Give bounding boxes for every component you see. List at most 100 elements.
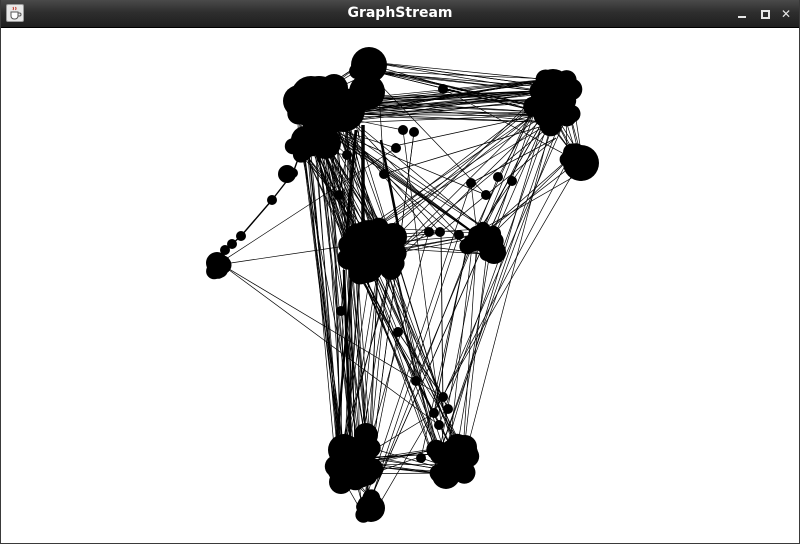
graph-edge bbox=[345, 115, 484, 230]
graph-node[interactable] bbox=[429, 408, 439, 418]
graph-node[interactable] bbox=[278, 165, 296, 183]
graph-node[interactable] bbox=[533, 97, 565, 129]
graph-node[interactable] bbox=[398, 125, 408, 135]
graph-node[interactable] bbox=[220, 245, 230, 255]
graph-node[interactable] bbox=[267, 195, 277, 205]
java-cup-icon[interactable] bbox=[6, 4, 24, 22]
graph-edge bbox=[440, 137, 557, 233]
graph-node[interactable] bbox=[438, 392, 448, 402]
graph-nodes bbox=[206, 47, 599, 523]
graph-node[interactable] bbox=[434, 420, 444, 430]
graph-edge bbox=[334, 119, 362, 467]
graph-node[interactable] bbox=[351, 47, 387, 83]
graph-edge bbox=[303, 107, 337, 467]
graph-node[interactable] bbox=[563, 145, 599, 181]
graph-edge bbox=[334, 90, 553, 124]
graph-edge bbox=[222, 264, 440, 426]
graph-node[interactable] bbox=[357, 494, 385, 522]
graph-node[interactable] bbox=[309, 127, 341, 159]
graph-edge bbox=[370, 234, 460, 499]
graph-edge bbox=[492, 152, 577, 235]
graph-edge bbox=[312, 122, 487, 196]
graph-edge bbox=[334, 98, 550, 124]
graph-node[interactable] bbox=[379, 223, 407, 251]
graph-node[interactable] bbox=[416, 453, 426, 463]
graph-edge bbox=[364, 61, 546, 80]
graph-node[interactable] bbox=[336, 306, 346, 316]
graph-node[interactable] bbox=[334, 190, 344, 200]
graph-node[interactable] bbox=[454, 230, 464, 240]
graph-node[interactable] bbox=[236, 231, 246, 241]
graph-edge bbox=[433, 152, 573, 414]
graph-edge bbox=[350, 252, 448, 471]
graph-node[interactable] bbox=[432, 461, 460, 489]
graph-node[interactable] bbox=[391, 143, 401, 153]
graph-node[interactable] bbox=[443, 404, 453, 414]
graph-edge bbox=[461, 234, 478, 469]
graph-node[interactable] bbox=[411, 376, 421, 386]
graph-edge bbox=[383, 124, 547, 175]
graph-node[interactable] bbox=[348, 247, 384, 283]
graph-edge bbox=[438, 98, 551, 474]
graph-edge bbox=[470, 137, 557, 184]
graph-edge bbox=[222, 264, 444, 398]
graph-edge bbox=[364, 61, 541, 92]
graph-edge bbox=[438, 237, 481, 455]
graph-node[interactable] bbox=[481, 190, 491, 200]
graph-edge bbox=[372, 158, 583, 516]
graph-node[interactable] bbox=[393, 327, 403, 337]
minimize-icon[interactable] bbox=[734, 6, 750, 22]
graph-edge bbox=[304, 109, 344, 468]
graph-node[interactable] bbox=[342, 150, 352, 160]
graph-edge bbox=[373, 70, 553, 80]
close-icon[interactable]: ✕ bbox=[780, 7, 792, 21]
maximize-icon[interactable] bbox=[757, 6, 773, 22]
graph-edge bbox=[216, 147, 397, 266]
graph-node[interactable] bbox=[466, 178, 476, 188]
graph-node[interactable] bbox=[206, 252, 228, 274]
graph-node[interactable] bbox=[535, 69, 571, 105]
graph-node[interactable] bbox=[409, 127, 419, 137]
graph-edge bbox=[446, 242, 473, 471]
graph-edge bbox=[479, 152, 577, 238]
graph-canvas[interactable] bbox=[1, 28, 799, 543]
graph-node[interactable] bbox=[227, 239, 237, 249]
graph-edge bbox=[394, 263, 417, 382]
graph-edge bbox=[383, 173, 468, 247]
graph-edge bbox=[334, 115, 373, 470]
graph-edge bbox=[438, 112, 553, 426]
graph-node[interactable] bbox=[438, 84, 448, 94]
graph-edge bbox=[440, 231, 444, 411]
graph-node[interactable] bbox=[379, 257, 402, 280]
graph-node[interactable] bbox=[379, 169, 389, 179]
graph-node[interactable] bbox=[507, 176, 517, 186]
graph-node[interactable] bbox=[482, 240, 506, 264]
graph-edge bbox=[438, 115, 557, 455]
graph-edge bbox=[379, 139, 403, 241]
graph-node[interactable] bbox=[349, 74, 385, 110]
graph-edge bbox=[351, 258, 368, 452]
graph-node[interactable] bbox=[453, 435, 477, 459]
graph-node[interactable] bbox=[329, 470, 353, 494]
graph-edge bbox=[438, 89, 572, 455]
graph-node[interactable] bbox=[354, 423, 378, 447]
graph-edge bbox=[482, 172, 581, 230]
graph-edge bbox=[365, 279, 435, 414]
graph-node[interactable] bbox=[424, 227, 434, 237]
graph-edge bbox=[392, 98, 551, 256]
graph-node[interactable] bbox=[459, 238, 476, 255]
graph-node[interactable] bbox=[435, 227, 445, 237]
graph-node[interactable] bbox=[493, 172, 503, 182]
graph-edge bbox=[433, 249, 467, 414]
graph-edge bbox=[357, 70, 541, 92]
graph-edge bbox=[461, 125, 552, 469]
graph-node[interactable] bbox=[320, 74, 348, 102]
graph-edge bbox=[397, 331, 444, 398]
graph-edge bbox=[345, 115, 460, 236]
graph-view[interactable] bbox=[1, 28, 799, 543]
title-bar[interactable]: GraphStream ✕ bbox=[1, 0, 799, 28]
graph-edge bbox=[402, 129, 448, 471]
graph-edge bbox=[378, 255, 449, 410]
graph-edge bbox=[479, 106, 534, 238]
